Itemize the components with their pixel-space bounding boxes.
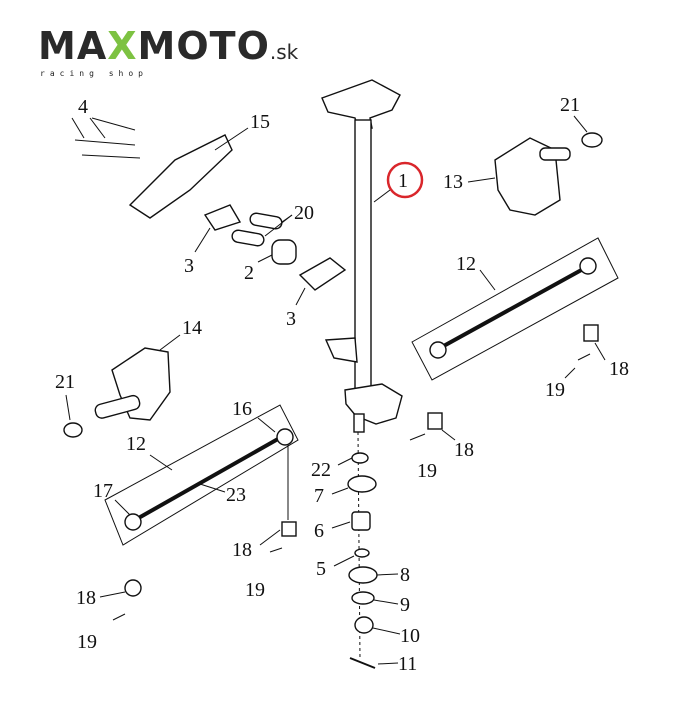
part-clamp-3b[interactable] xyxy=(298,257,347,291)
part-washer-21b[interactable] xyxy=(581,132,603,148)
part-nut-18b[interactable] xyxy=(124,579,142,597)
part-oring-5[interactable] xyxy=(354,548,370,558)
part-washer-9[interactable] xyxy=(351,591,375,605)
label-14: 14 xyxy=(182,317,202,339)
part-oring-22[interactable] xyxy=(351,452,369,464)
part-bearing-8[interactable] xyxy=(348,566,378,584)
label-19: 19 xyxy=(245,579,265,601)
logo-tagline: racing shop xyxy=(40,69,148,78)
label-9: 9 xyxy=(400,594,410,616)
label-4: 4 xyxy=(78,96,88,118)
label-2: 2 xyxy=(244,262,254,284)
part-clamp-3[interactable] xyxy=(203,204,242,231)
part-steering-column[interactable] xyxy=(321,79,403,433)
label-12: 12 xyxy=(126,433,146,455)
label-19d: 19 xyxy=(417,460,437,482)
part-nut-18c[interactable] xyxy=(583,324,599,342)
tie-rod-assembly-left xyxy=(104,404,299,546)
part-tie-rod-end-right-a[interactable] xyxy=(429,341,447,359)
label-21: 21 xyxy=(55,371,75,393)
label-10: 10 xyxy=(400,625,420,647)
label-8: 8 xyxy=(400,564,410,586)
part-nut-18[interactable] xyxy=(281,521,297,537)
part-knuckle-13[interactable] xyxy=(494,137,571,216)
part-bushing-2[interactable] xyxy=(271,239,297,265)
label-21b: 21 xyxy=(560,94,580,116)
part-nut-18d[interactable] xyxy=(427,412,443,430)
label-18b: 18 xyxy=(76,587,96,609)
label-15: 15 xyxy=(250,111,270,133)
label-17: 17 xyxy=(93,480,113,502)
label-18d: 18 xyxy=(454,439,474,461)
label-11: 11 xyxy=(398,653,417,675)
label-20: 20 xyxy=(294,202,314,224)
part-cotter-11[interactable] xyxy=(349,657,376,669)
label-16: 16 xyxy=(232,398,252,420)
label-12b: 12 xyxy=(456,253,476,275)
label-7: 7 xyxy=(314,485,324,507)
part-washer-21[interactable] xyxy=(63,422,83,438)
logo-text-2: MOTO xyxy=(137,24,270,68)
logo-text: MA xyxy=(38,24,108,68)
label-1[interactable]: 1 xyxy=(398,170,408,192)
label-13: 13 xyxy=(443,171,463,193)
label-23: 23 xyxy=(226,484,246,506)
part-tie-rod-23[interactable] xyxy=(134,433,286,522)
label-5: 5 xyxy=(316,558,326,580)
highlight-circle xyxy=(386,161,424,199)
part-pin-20[interactable] xyxy=(249,212,283,230)
maxmoto-logo[interactable]: MAXMOTO.sk xyxy=(38,27,299,65)
part-tie-rod-end-17[interactable] xyxy=(124,513,142,531)
label-19c: 19 xyxy=(545,379,565,401)
label-3b: 3 xyxy=(286,308,296,330)
tie-rod-assembly-right xyxy=(411,237,619,381)
logo-x: X xyxy=(107,24,138,68)
part-tie-rod-right[interactable] xyxy=(439,266,586,350)
part-tie-rod-end-16[interactable] xyxy=(276,428,294,446)
part-bearing-7[interactable] xyxy=(347,475,377,493)
part-knuckle-14[interactable] xyxy=(94,347,171,421)
label-22: 22 xyxy=(311,459,331,481)
part-pin-20b[interactable] xyxy=(231,229,265,247)
logo-suffix: .sk xyxy=(269,40,299,64)
part-nut-10[interactable] xyxy=(354,616,374,634)
label-18: 18 xyxy=(232,539,252,561)
label-3: 3 xyxy=(184,255,194,277)
label-6: 6 xyxy=(314,520,324,542)
label-18c: 18 xyxy=(609,358,629,380)
part-tie-rod-end-right-b[interactable] xyxy=(579,257,597,275)
part-bushing-6[interactable] xyxy=(351,511,371,531)
part-bracket-15[interactable] xyxy=(74,134,233,219)
label-19b: 19 xyxy=(77,631,97,653)
